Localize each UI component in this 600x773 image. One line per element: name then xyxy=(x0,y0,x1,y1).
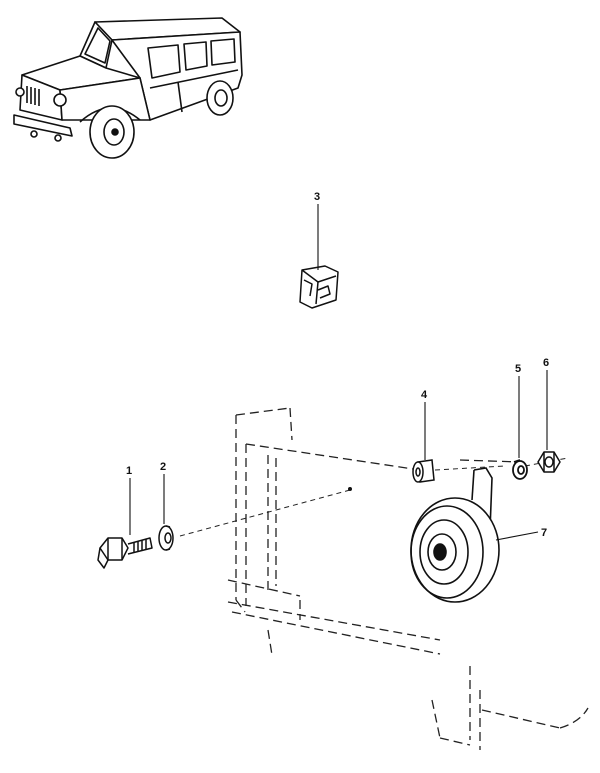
washer-icon xyxy=(158,525,174,551)
callout-7: 7 xyxy=(541,527,547,539)
off-road-vehicle-icon xyxy=(13,17,243,159)
mounting-frame-outline xyxy=(227,407,589,750)
callout-4: 4 xyxy=(421,389,428,401)
assembly-axis-lines xyxy=(179,457,569,537)
callout-6: 6 xyxy=(543,357,549,369)
hex-bolt-icon xyxy=(97,537,153,569)
leader-line-7 xyxy=(495,531,539,541)
hex-nut-icon xyxy=(537,451,561,473)
callout-3: 3 xyxy=(314,191,320,203)
callout-5: 5 xyxy=(515,363,521,375)
spring-washer-icon xyxy=(512,459,528,480)
spacer-bushing-icon xyxy=(412,459,435,483)
callout-2: 2 xyxy=(160,461,166,473)
clip-icon xyxy=(299,265,339,309)
horn-icon xyxy=(410,467,500,603)
callout-1: 1 xyxy=(126,465,132,477)
leader-lines xyxy=(129,204,548,541)
